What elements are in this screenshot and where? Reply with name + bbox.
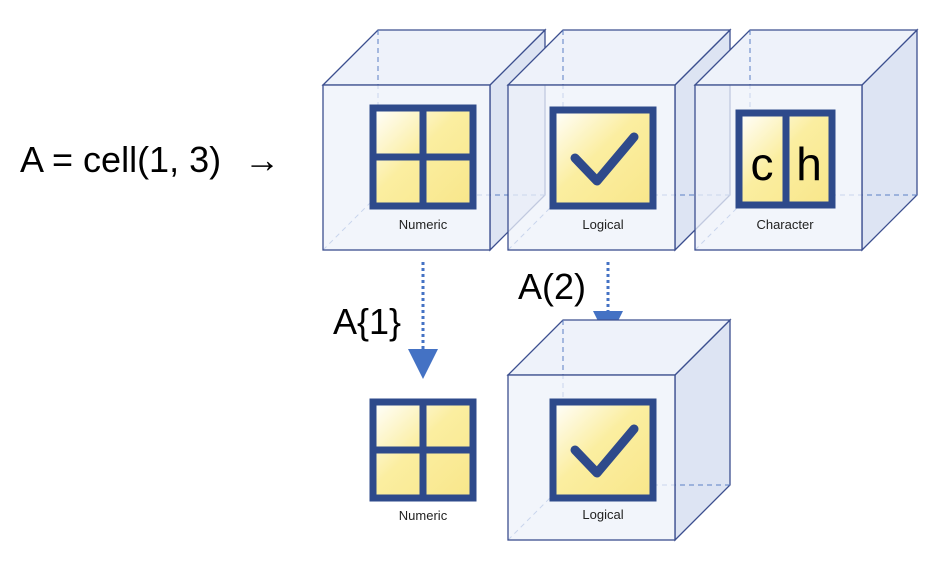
expression-label: A = cell(1, 3) [20, 139, 221, 180]
result-brace-label: Numeric [399, 508, 448, 523]
result-brace-content: Numeric [369, 398, 477, 523]
grid-icon [369, 104, 477, 210]
assign-arrow-icon: → [244, 139, 280, 180]
cell-label-numeric: Numeric [399, 217, 448, 232]
character-icon: c h [735, 109, 836, 209]
cell-cube-3: c h Character [693, 28, 919, 252]
result-paren-cube: Logical [506, 318, 732, 542]
paren-index-label: A(2) [518, 266, 586, 307]
checkmark-icon [549, 398, 657, 502]
cell-label-character: Character [756, 217, 814, 232]
result-paren-label: Logical [582, 507, 623, 522]
cell-label-logical: Logical [582, 217, 623, 232]
brace-index-label: A{1} [333, 301, 401, 342]
character-h: h [796, 138, 822, 190]
grid-icon [369, 398, 477, 502]
cell-cube-1: Numeric [321, 28, 547, 252]
checkmark-icon [549, 106, 657, 210]
character-c: c [751, 138, 774, 190]
